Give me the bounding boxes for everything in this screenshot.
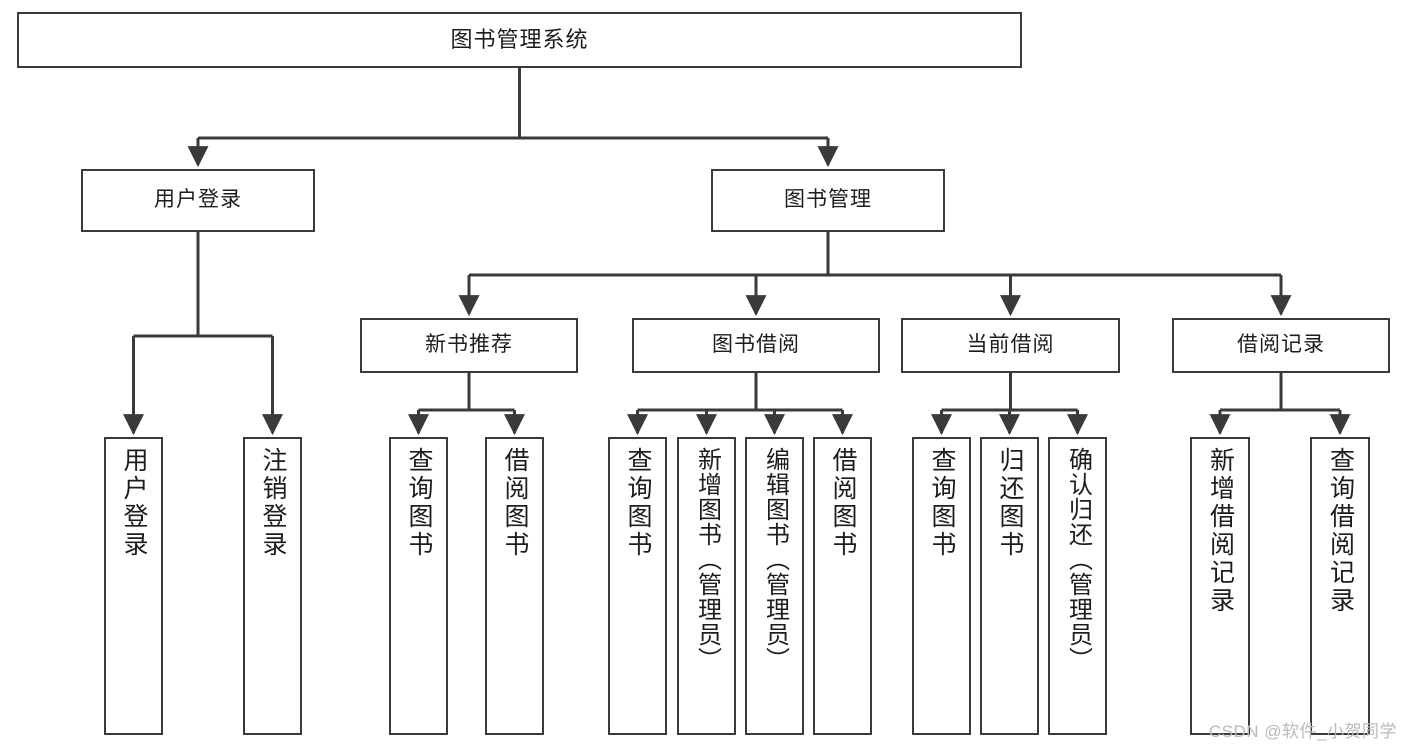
node-label: 借阅图书	[829, 447, 857, 559]
node-leaf-query-book-2[interactable]: 查询图书	[608, 437, 667, 735]
node-user-login[interactable]: 用户登录	[81, 169, 315, 232]
node-label: 新增图书（管理员）	[693, 447, 721, 672]
node-label: 查询图书	[624, 447, 652, 559]
csdn-watermark: CSDN @软件_小贺同学	[1208, 722, 1397, 741]
node-leaf-return-book[interactable]: 归还图书	[980, 437, 1039, 735]
node-label: 确认归还（管理员）	[1064, 447, 1092, 672]
node-new-book-recommend[interactable]: 新书推荐	[360, 318, 578, 373]
node-leaf-edit-book[interactable]: 编辑图书（管理员）	[745, 437, 804, 735]
node-current-borrow[interactable]: 当前借阅	[901, 318, 1120, 373]
node-label: 图书管理系统	[450, 27, 589, 53]
node-label: 用户登录	[120, 447, 148, 559]
node-leaf-query-record[interactable]: 查询借阅记录	[1310, 437, 1370, 735]
node-leaf-user-logout[interactable]: 注销登录	[243, 437, 302, 735]
node-book-borrow[interactable]: 图书借阅	[632, 318, 880, 373]
node-borrow-record[interactable]: 借阅记录	[1172, 318, 1390, 373]
node-leaf-borrow-book-2[interactable]: 借阅图书	[813, 437, 872, 735]
node-label: 归还图书	[996, 447, 1024, 559]
node-label: 借阅图书	[501, 447, 529, 559]
node-label: 新书推荐	[425, 333, 513, 357]
node-root[interactable]: 图书管理系统	[17, 12, 1022, 68]
node-label: 当前借阅	[966, 333, 1055, 357]
node-label: 编辑图书（管理员）	[761, 447, 789, 672]
node-label: 用户登录	[154, 188, 242, 212]
node-label: 查询图书	[405, 447, 433, 559]
node-label: 查询图书	[928, 447, 956, 559]
node-label: 新增借阅记录	[1206, 447, 1235, 615]
node-leaf-user-login[interactable]: 用户登录	[104, 437, 163, 735]
node-leaf-borrow-book-1[interactable]: 借阅图书	[485, 437, 544, 735]
node-label: 借阅记录	[1237, 333, 1325, 357]
node-leaf-add-book[interactable]: 新增图书（管理员）	[677, 437, 736, 735]
node-leaf-add-record[interactable]: 新增借阅记录	[1190, 437, 1250, 735]
node-label: 图书管理	[784, 188, 872, 212]
node-label: 注销登录	[259, 447, 287, 559]
node-label: 图书借阅	[712, 333, 800, 357]
node-leaf-query-book-3[interactable]: 查询图书	[912, 437, 971, 735]
node-leaf-confirm-return[interactable]: 确认归还（管理员）	[1048, 437, 1107, 735]
node-book-manage[interactable]: 图书管理	[711, 169, 945, 232]
node-label: 查询借阅记录	[1326, 447, 1355, 615]
node-leaf-query-book-1[interactable]: 查询图书	[389, 437, 448, 735]
